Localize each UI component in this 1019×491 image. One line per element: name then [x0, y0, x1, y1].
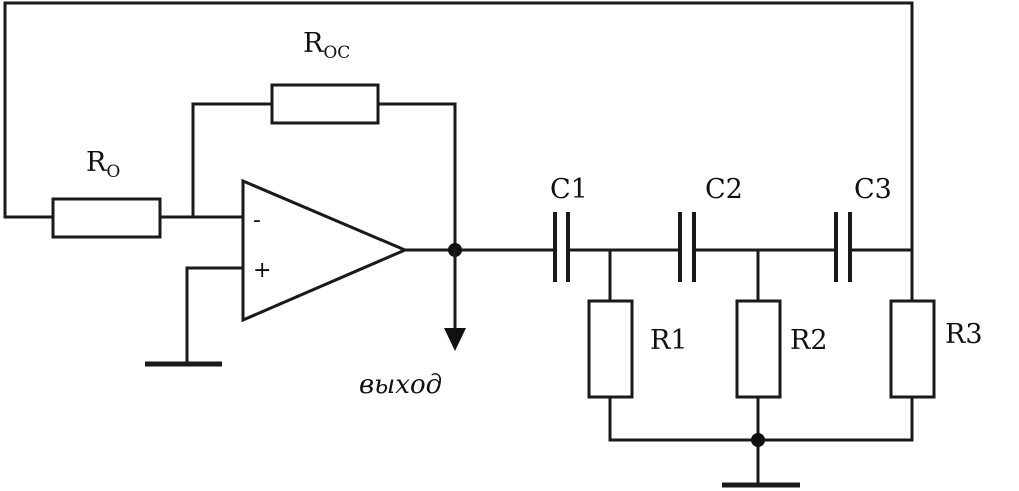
label-c1: C1 — [550, 174, 588, 205]
label-plus: + — [253, 258, 271, 283]
resistor-r-oc — [270, 83, 380, 125]
feedback-loop-wire — [3, 1, 914, 253]
label-r3: R3 — [945, 319, 983, 350]
label-output: выход — [359, 370, 442, 400]
resistor-r-o — [51, 197, 162, 239]
output-arrow-icon — [444, 328, 466, 351]
ground-node — [751, 433, 765, 447]
label-r-oc: ROC — [303, 28, 350, 63]
label-c3: C3 — [854, 174, 892, 205]
label-r1: R1 — [650, 325, 688, 356]
wire-plus-ground — [185, 266, 245, 366]
wire-roc-right — [376, 102, 457, 252]
resistor-r3 — [889, 299, 936, 399]
label-r-o: RO — [86, 147, 120, 182]
label-c2: C2 — [705, 174, 743, 205]
resistor-r2 — [735, 299, 782, 399]
label-minus: - — [253, 208, 261, 233]
op-amp — [241, 178, 409, 323]
label-r2: R2 — [790, 325, 828, 356]
resistor-r1 — [587, 299, 634, 399]
wire-roc-left — [191, 102, 274, 219]
